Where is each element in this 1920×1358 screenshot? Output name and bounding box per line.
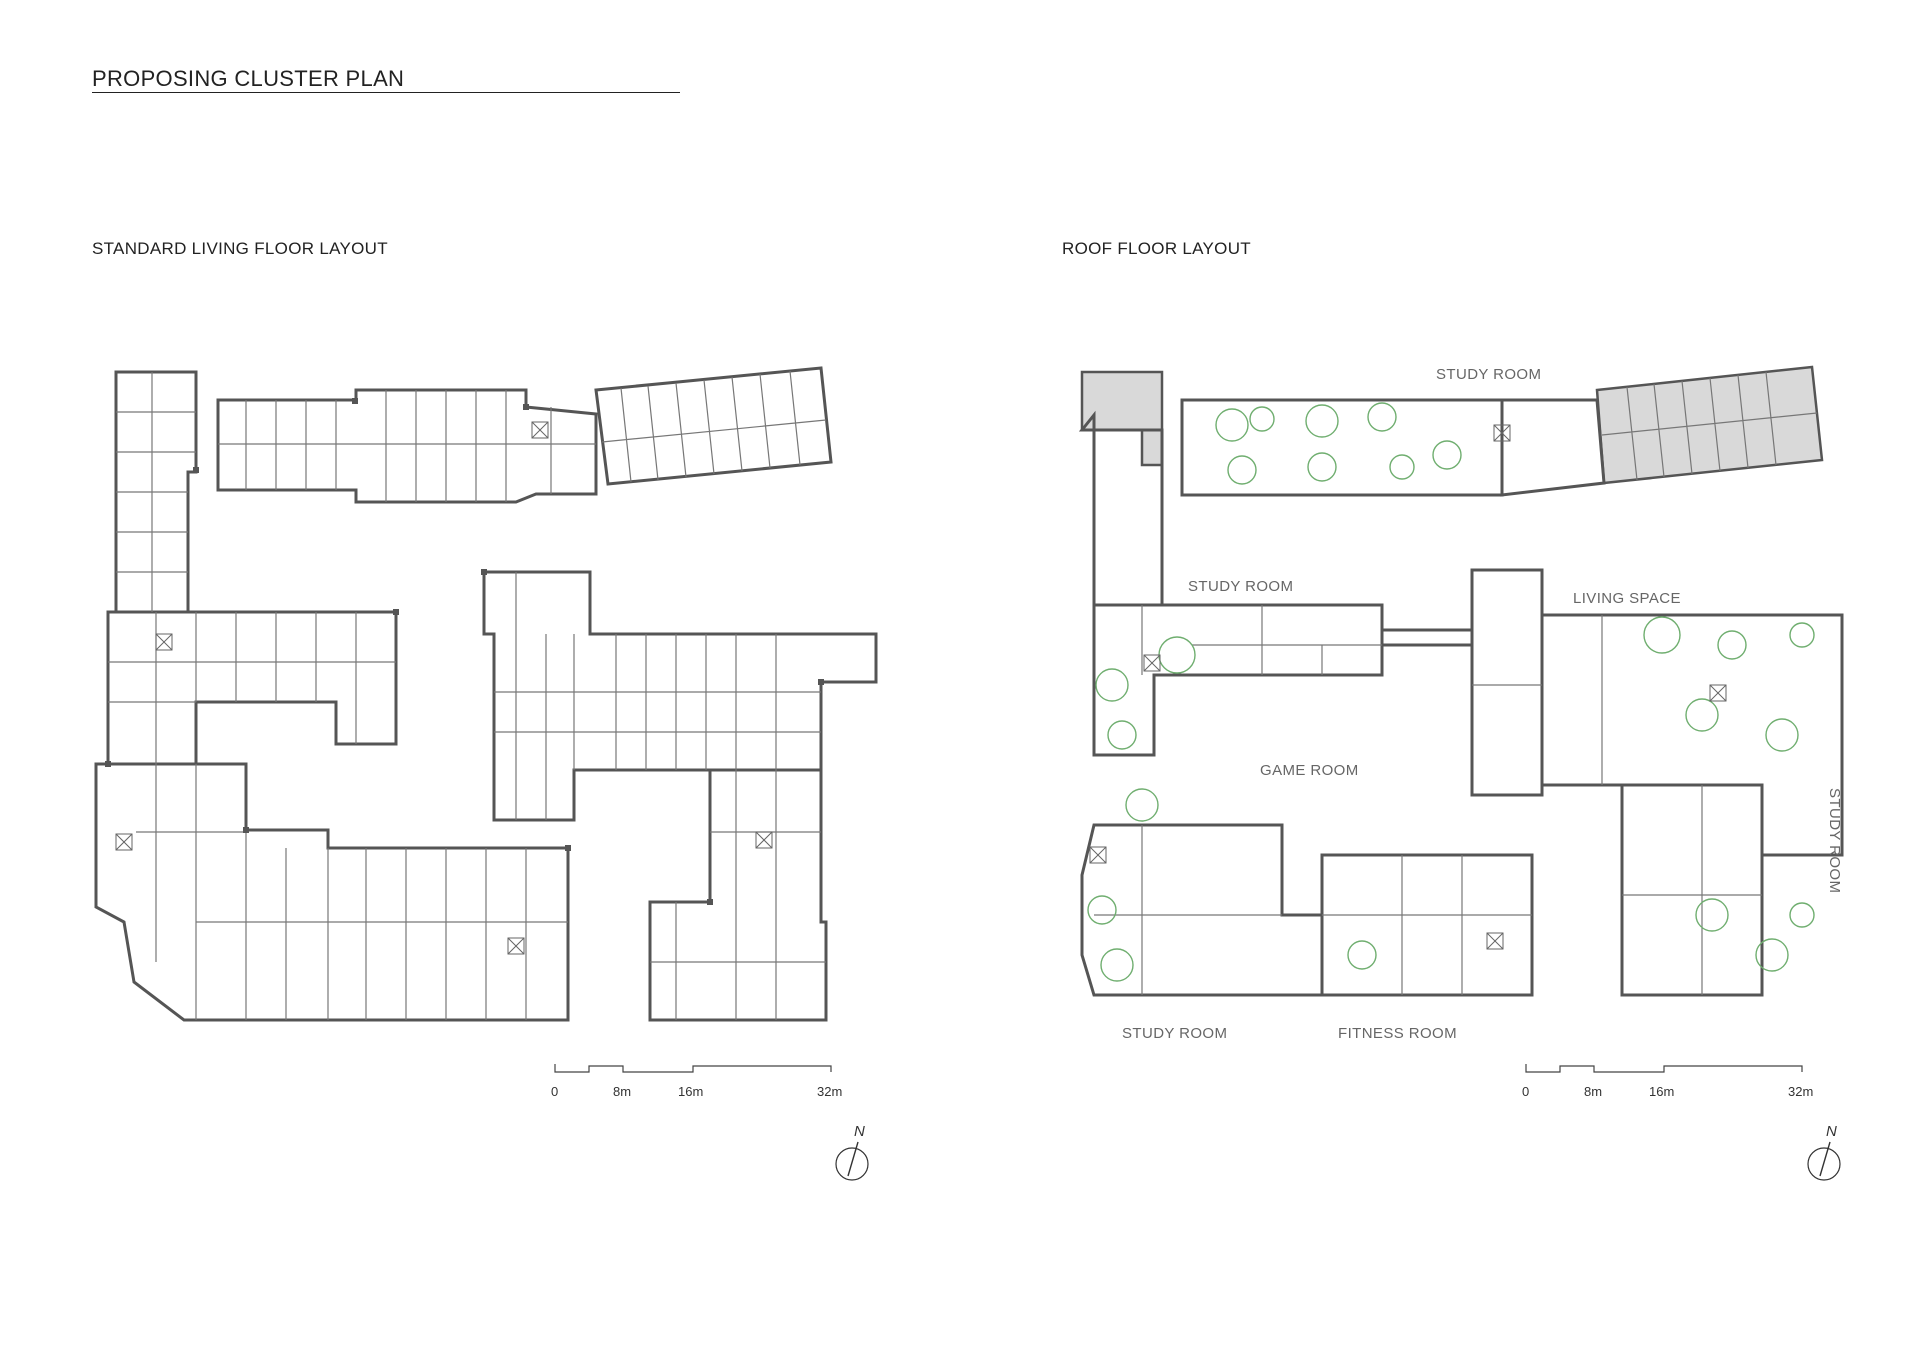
- scale-label-32m: 32m: [817, 1084, 843, 1099]
- shaded-units: [1080, 365, 1824, 485]
- room-label-study-top: STUDY ROOM: [1436, 366, 1542, 383]
- room-label-study-right: STUDY ROOM: [1826, 788, 1843, 894]
- scale-label-8m: 8m: [613, 1084, 632, 1099]
- roof-partitions: [1094, 371, 1818, 995]
- room-label-game-room: GAME ROOM: [1260, 762, 1359, 779]
- north-letter: N: [854, 1123, 865, 1140]
- scale-bar-right-graphic: [1525, 1064, 1803, 1073]
- north-arrow-right-graphic: N: [1807, 1123, 1841, 1181]
- scale-label-16m: 16m: [678, 1084, 704, 1099]
- north-arrow-icon: N: [1806, 1122, 1846, 1182]
- north-arrow-left-graphic: N: [835, 1123, 869, 1181]
- north-arrow-icon: N: [834, 1122, 874, 1182]
- scale-label-8m: 8m: [1584, 1084, 1603, 1099]
- north-letter: N: [1826, 1123, 1837, 1140]
- room-label-study-bottom: STUDY ROOM: [1122, 1025, 1228, 1042]
- columns: [105, 398, 824, 905]
- roof-exterior-walls: [1078, 398, 1844, 997]
- scale-label-32m: 32m: [1788, 1084, 1814, 1099]
- room-label-living-space: LIVING SPACE: [1573, 590, 1681, 607]
- greenery: [1087, 402, 1815, 982]
- roof-cores: [1089, 424, 1727, 950]
- scale-bar-left: 0 8m 16m 32m: [551, 1062, 842, 1102]
- standard-floor-plan: [94, 366, 878, 1022]
- roof-floor-plan: [1078, 365, 1844, 997]
- scale-label-16m: 16m: [1649, 1084, 1675, 1099]
- scale-label-0: 0: [551, 1084, 559, 1099]
- room-label-study-left: STUDY ROOM: [1188, 578, 1294, 595]
- roof-floor-heading: ROOF FLOOR LAYOUT: [1062, 239, 1251, 258]
- exterior-walls: [94, 366, 878, 1022]
- interior-partitions: [108, 370, 827, 1020]
- room-label-fitness-room: FITNESS ROOM: [1338, 1025, 1457, 1042]
- cores: [115, 421, 773, 955]
- scale-bar-right: 0 8m 16m 32m: [1522, 1062, 1813, 1102]
- scale-label-0: 0: [1522, 1084, 1530, 1099]
- standard-floor-heading: STANDARD LIVING FLOOR LAYOUT: [92, 239, 388, 258]
- title-underline: [92, 92, 680, 93]
- scale-bar-left-graphic: [554, 1064, 832, 1073]
- page-title: PROPOSING CLUSTER PLAN: [92, 66, 405, 91]
